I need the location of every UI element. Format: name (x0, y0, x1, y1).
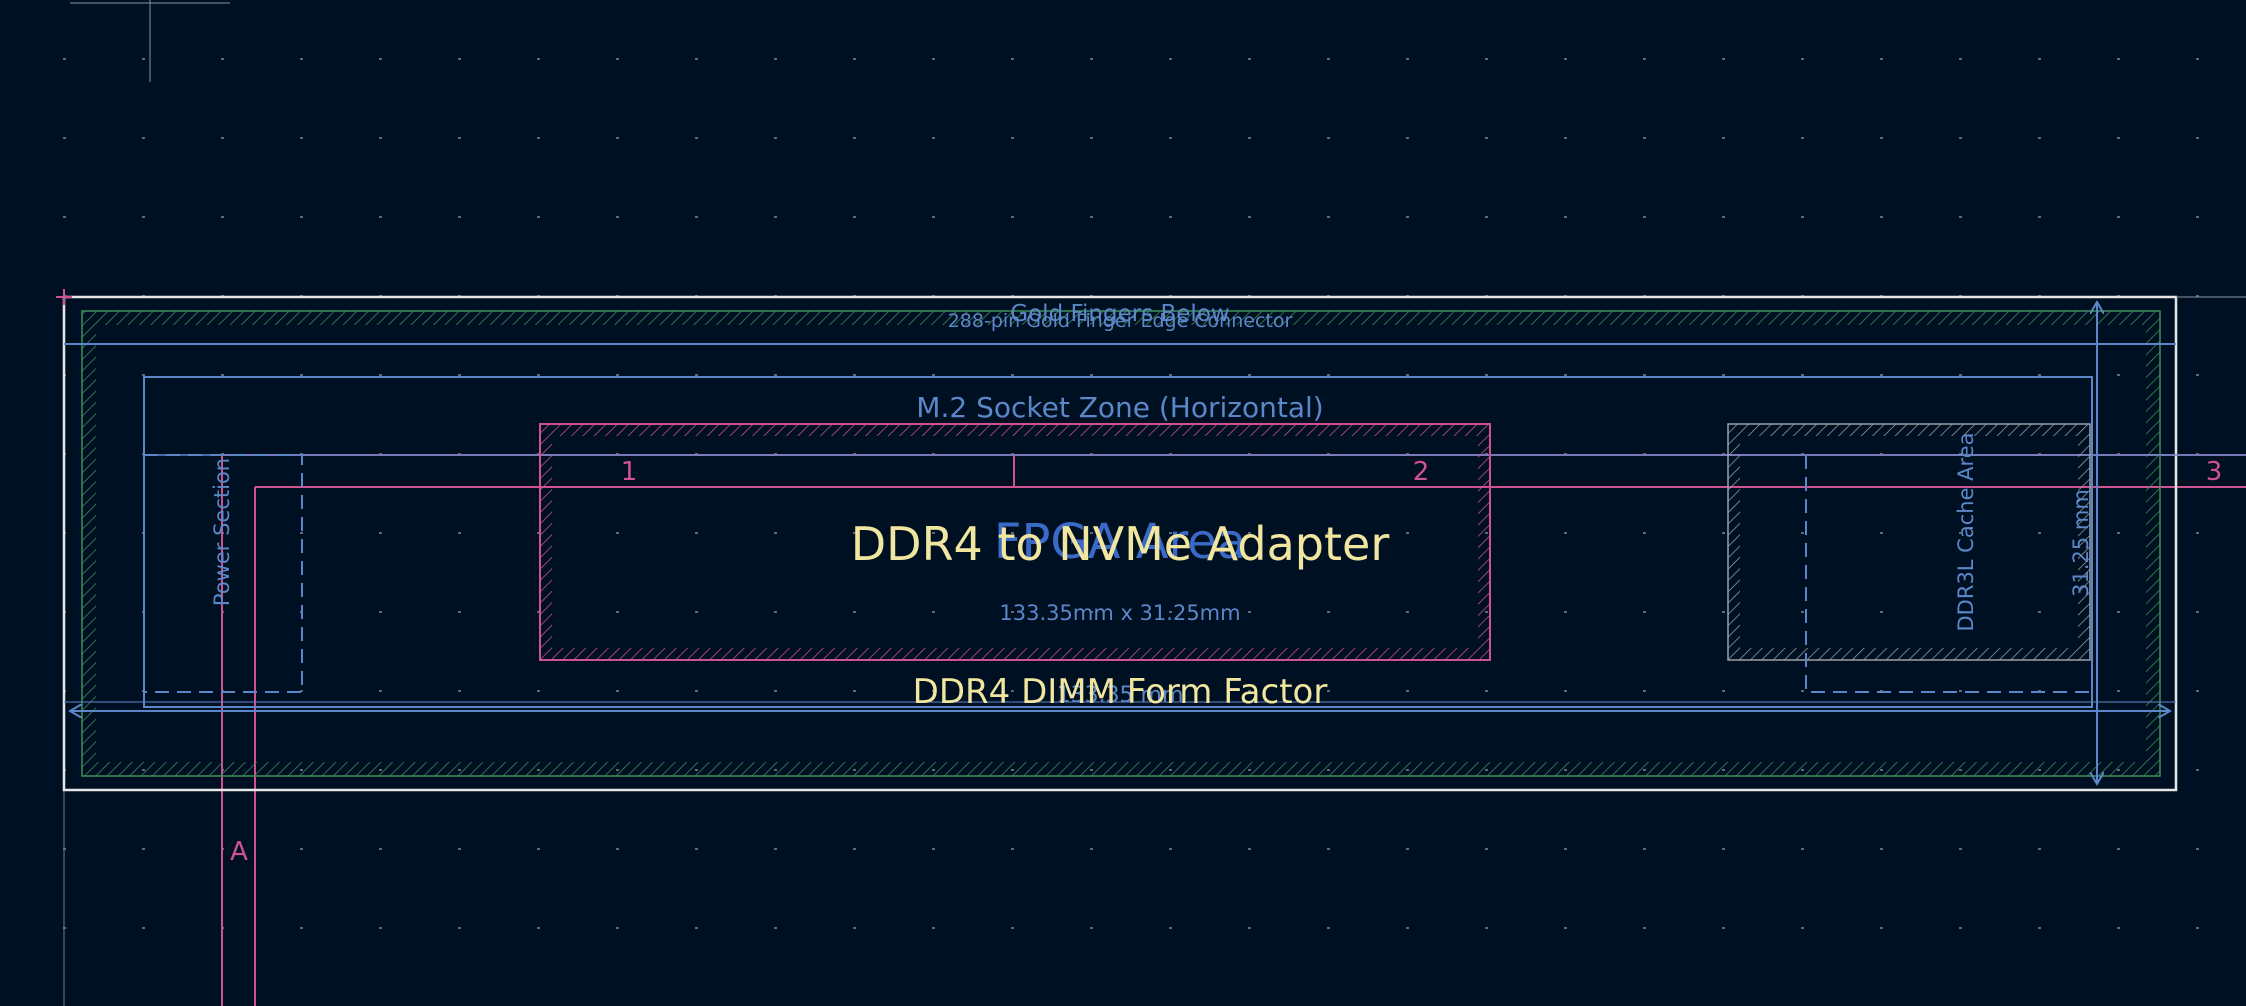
fpga-area (539, 423, 1491, 661)
power-section-label: Power Section (210, 458, 234, 606)
gold-fingers-below-label: Gold Fingers Below (1010, 301, 1229, 327)
board-size-label: 133.35mm x 31.25mm (999, 601, 1240, 625)
origin-crosshair (70, 0, 230, 82)
ruler-mark-a: A (230, 837, 248, 867)
power-section (143, 454, 303, 693)
fpga-area-label: FPGA Area (994, 514, 1246, 570)
ddr3l-cache-label: DDR3L Cache Area (1954, 433, 1978, 632)
width-dimension-text: 133.35 mm (1057, 683, 1184, 708)
board-outline (62, 295, 2178, 792)
height-dimension-text: 31.25 mm (2069, 489, 2093, 597)
m2-zone-label: M.2 Socket Zone (Horizontal) (916, 391, 1323, 424)
board-origin-marker (56, 289, 72, 305)
board-title: DDR4 to NVMe Adapter (851, 517, 1390, 571)
gold-finger-connector-label: 288-pin Gold Finger Edge Connector (948, 310, 1293, 332)
form-factor-label: DDR4 DIMM Form Factor (913, 672, 1328, 712)
ruler-mark-1: 1 (621, 457, 638, 487)
ruler-mark-3: 3 (2206, 457, 2223, 487)
ruler-mark-2: 2 (1413, 457, 1430, 487)
